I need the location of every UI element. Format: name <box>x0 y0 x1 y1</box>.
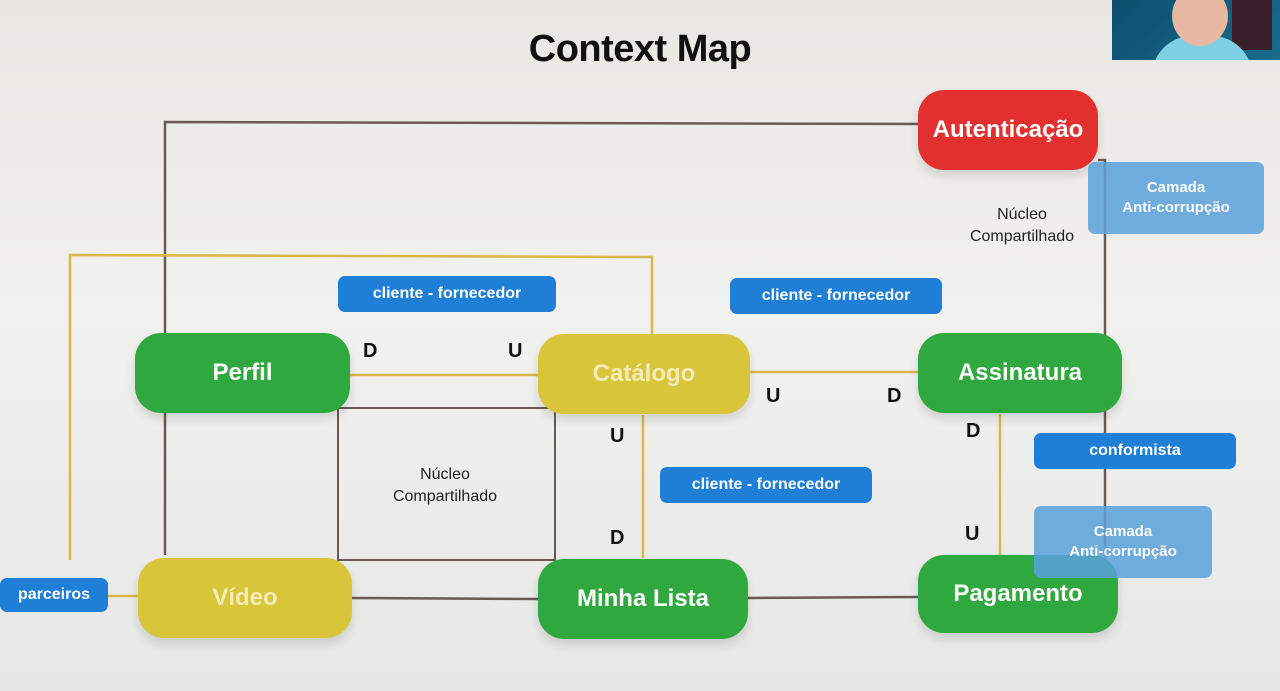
video-to-minhalista-line <box>351 596 539 601</box>
node-minha-lista: Minha Lista <box>538 559 748 639</box>
node-assinatura: Assinatura <box>918 333 1122 413</box>
letter-catalogo-upstream-right: U <box>766 385 781 407</box>
note-nucleo-compartilhado-auth: Núcleo Compartilhado <box>950 204 1094 248</box>
tag-parceiros: parceiros <box>0 578 108 612</box>
compartilhado-label: Compartilhado <box>969 228 1075 245</box>
anti-corrupcao-label: Anti-corrupção <box>1122 199 1230 216</box>
letter-perfil-downstream: D <box>363 340 378 362</box>
compartilhado-label: Compartilhado <box>392 488 498 505</box>
node-pagamento: Pagamento <box>918 555 1118 633</box>
letter-catalogo-upstream: U <box>508 340 523 362</box>
page-title: Context Map <box>528 28 752 70</box>
node-autenticacao: Autenticação <box>918 90 1098 170</box>
letter-catalogo-upstream-down: U <box>610 425 625 447</box>
anti-corrupcao-label: Anti-corrupção <box>1069 543 1177 560</box>
letter-pagamento-upstream: U <box>965 523 980 545</box>
tag-cliente-fornecedor-perfil: cliente - fornecedor <box>338 276 556 312</box>
nucleo-label: Núcleo <box>997 206 1047 223</box>
webcam-thumbnail <box>1112 0 1280 60</box>
node-catalogo: Catálogo <box>538 334 750 414</box>
tag-camada-anticorrupcao-pagamento: Camada Anti-corrupção <box>1034 506 1212 578</box>
video-to-catalogo-line <box>68 253 654 560</box>
tag-cliente-fornecedor-assinatura: cliente - fornecedor <box>730 278 942 314</box>
camada-label: Camada <box>1146 179 1206 196</box>
letter-minhalista-downstream: D <box>610 527 625 549</box>
tag-cliente-fornecedor-minhalista: cliente - fornecedor <box>660 467 872 503</box>
webcam-chair-shape <box>1232 0 1272 50</box>
note-nucleo-compartilhado-perfil: Núcleo Compartilhado <box>370 464 520 508</box>
minhalista-to-pagamento-line <box>747 595 919 600</box>
letter-assinatura-downstream: D <box>887 385 902 407</box>
webcam-person-face <box>1172 0 1228 46</box>
nucleo-label: Núcleo <box>420 466 470 483</box>
node-perfil: Perfil <box>135 333 350 413</box>
camada-label: Camada <box>1093 523 1153 540</box>
node-video: Vídeo <box>138 558 352 638</box>
tag-camada-anticorrupcao-autenticacao: Camada Anti-corrupção <box>1088 162 1264 234</box>
letter-assinatura-downstream-down: D <box>966 420 981 442</box>
tag-conformista: conformista <box>1034 433 1236 469</box>
auth-to-pagamento-line <box>1098 158 1107 560</box>
